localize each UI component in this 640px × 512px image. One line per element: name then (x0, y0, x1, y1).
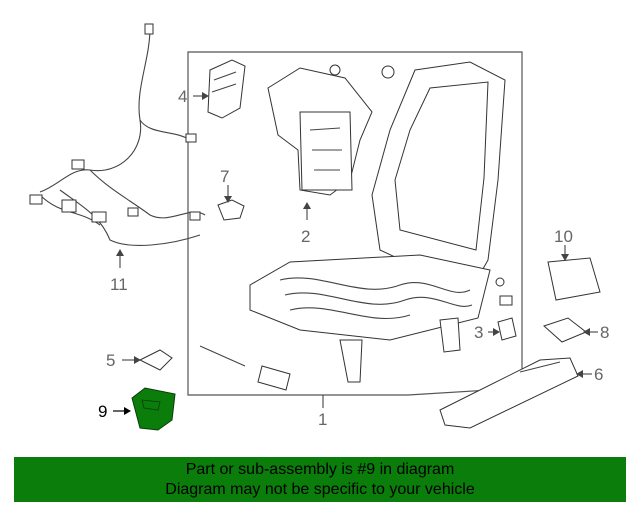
banner-line-2: Diagram may not be specific to your vehi… (165, 481, 475, 498)
part-1-seat-frame[interactable] (249, 61, 513, 383)
callout-3: 3 (474, 323, 483, 342)
part-7-clip[interactable] (217, 199, 245, 221)
banner-line-1: Part or sub-assembly is #9 in diagram (185, 461, 455, 478)
callout-9: 9 (98, 402, 107, 421)
part-4-trim-cover[interactable] (207, 59, 246, 119)
callout-1: 1 (318, 410, 327, 429)
assembly-outline (187, 51, 523, 396)
part-5-lever[interactable] (138, 349, 173, 371)
callout-10: 10 (554, 227, 573, 246)
part-8-knob[interactable] (543, 317, 587, 343)
part-10-cover[interactable] (547, 257, 601, 301)
callout-2: 2 (301, 227, 310, 246)
callout-5: 5 (106, 351, 115, 370)
part-9-highlighted[interactable] (131, 387, 176, 431)
info-banner: Part or sub-assembly is #9 in diagram Di… (14, 457, 626, 502)
callout-4: 4 (178, 87, 187, 106)
callout-11: 11 (110, 275, 128, 294)
callout-6: 6 (594, 365, 603, 384)
part-rod-and-motor (199, 345, 291, 391)
part-2-side-frame[interactable] (267, 64, 373, 196)
part-3-bracket[interactable] (497, 317, 517, 341)
callout-7: 7 (220, 167, 229, 186)
part-11-wire-harness[interactable] (29, 23, 206, 246)
part-6-side-trim[interactable] (439, 357, 579, 429)
callout-8: 8 (600, 323, 609, 342)
